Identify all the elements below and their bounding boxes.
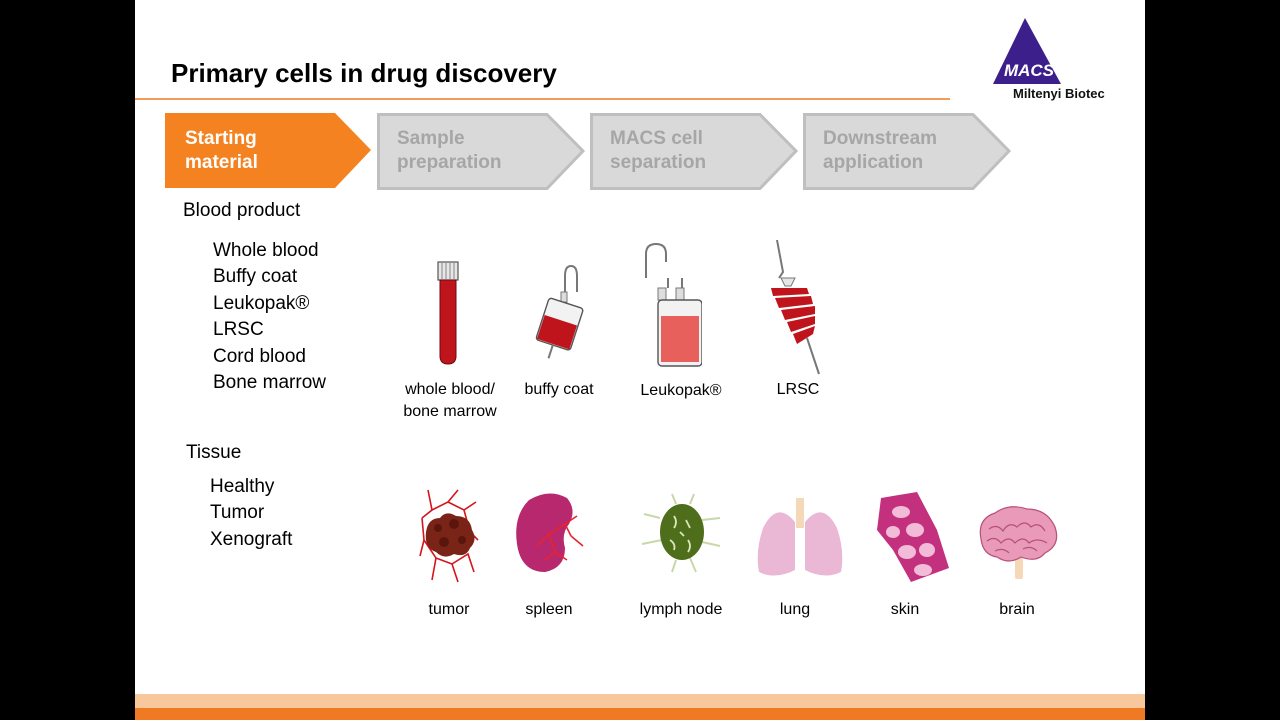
step-arrow-shape [377, 113, 586, 190]
figure-caption-skin: skin [890, 601, 920, 618]
blood-tube-icon [433, 260, 463, 366]
spleen-icon [515, 490, 587, 576]
tumor-icon [418, 488, 480, 584]
figure-caption-spleen: spleen [525, 601, 573, 618]
list-item: LRSC [213, 319, 264, 341]
workflow-step-label: MACS cell separation [610, 128, 707, 173]
list-item: Bone marrow [213, 372, 326, 394]
title-divider [135, 98, 950, 100]
company-logo: MACS Miltenyi Biotec [991, 14, 1121, 104]
blood-product-list: Whole blood Buffy coat Leukopak® LRSC Co… [213, 238, 326, 396]
list-item: Whole blood [213, 240, 319, 261]
list-item: Xenograft [210, 528, 293, 550]
list-item: Cord blood [213, 345, 306, 367]
figure-caption-lrsc: LRSC [776, 381, 820, 398]
figure-caption-brain: brain [999, 601, 1035, 618]
list-item: Leukopak® [213, 292, 310, 314]
brain-icon [975, 505, 1059, 581]
figure-caption-tumor: tumor [428, 601, 470, 618]
logo-company-name: Miltenyi Biotec [1013, 86, 1105, 101]
leukopak-bag-icon [638, 242, 702, 368]
list-item: Tumor [210, 502, 265, 524]
tissue-list: Healthy Tumor Xenograft [210, 474, 292, 553]
blood-product-heading: Blood product [183, 200, 301, 221]
buffy-coat-bag-icon [533, 262, 585, 366]
workflow-step-macs-separation[interactable]: MACS cell separation [590, 113, 800, 191]
figure-caption-lung: lung [779, 601, 811, 618]
figure-caption-buffy-coat: buffy coat [524, 381, 594, 398]
workflow-step-label: Starting material [185, 128, 258, 173]
lung-icon [755, 498, 845, 578]
workflow-step-starting-material[interactable]: Starting material [165, 113, 375, 191]
list-item: Buffy coat [213, 266, 298, 288]
slide-title: Primary cells in drug discovery [171, 58, 557, 88]
slide: Primary cells in drug discovery MACS Mil… [135, 0, 1145, 720]
step-arrow-shape [165, 113, 371, 188]
workflow-step-sample-preparation[interactable]: Sample preparation [377, 113, 587, 191]
workflow-step-label: Downstream application [823, 128, 938, 173]
list-item: Healthy [210, 476, 275, 497]
footer-band-dark [135, 708, 1145, 720]
step-arrow-shape [803, 113, 1012, 190]
step-arrow-shape [590, 113, 799, 190]
logo-mark-text: MACS [1004, 61, 1055, 80]
macs-triangle-icon: MACS [993, 18, 1061, 84]
figure-caption-whole-blood: whole blood/ bone marrow [403, 381, 497, 420]
tissue-heading: Tissue [186, 442, 242, 463]
workflow-step-downstream-application[interactable]: Downstream application [803, 113, 1013, 191]
figure-caption-leukopak: Leukopak® [640, 382, 722, 399]
footer-band-light [135, 694, 1145, 708]
lymph-node-icon [640, 492, 722, 576]
figure-caption-lymph-node: lymph node [639, 601, 723, 618]
workflow-step-label: Sample preparation [397, 128, 502, 173]
lrsc-chamber-icon [767, 238, 827, 378]
skin-icon [875, 490, 951, 584]
